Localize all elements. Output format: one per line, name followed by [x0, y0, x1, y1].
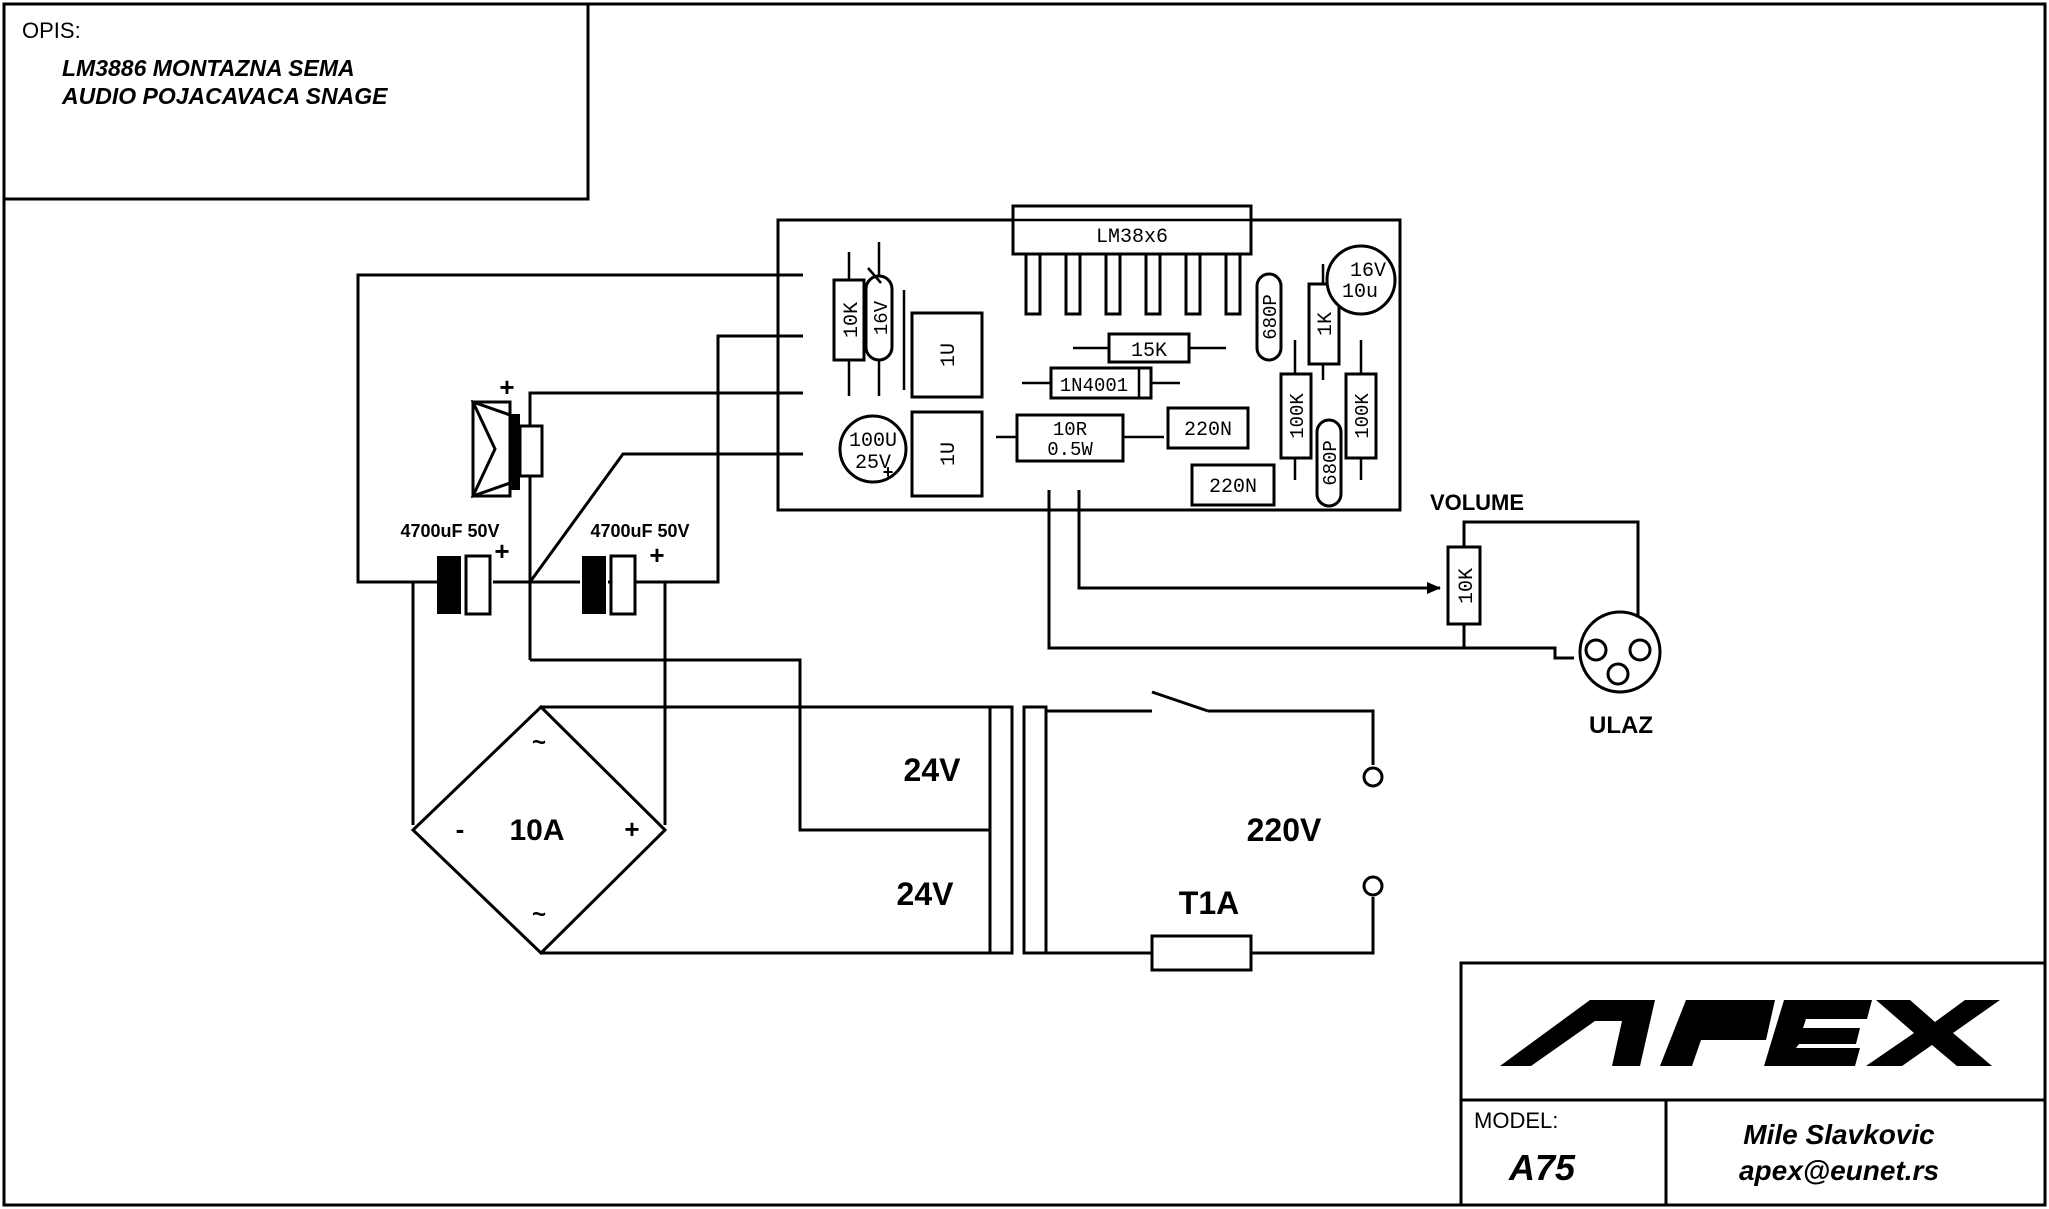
transformer: 24V 24V — [897, 705, 1048, 955]
apex-logo-text: APEX — [1760, 1038, 1763, 1041]
filter-capacitor-left-plus: + — [494, 536, 509, 566]
title-block: APEX MODEL: A75 Mile Slavkovic apex@eune… — [1459, 961, 2047, 1207]
resistor-100k-left: 100K — [1279, 340, 1313, 480]
speaker-plus-label: + — [499, 372, 514, 402]
resistor-10k-feedback: 10K — [832, 252, 866, 396]
bridge-ac-bottom-label: ~ — [532, 901, 546, 928]
secondary-bottom-voltage: 24V — [897, 876, 955, 912]
filter-capacitor-left-label: 4700uF 50V — [400, 521, 499, 541]
diode-1n4001-label: 1N4001 — [1060, 375, 1128, 397]
mains-voltage-label: 220V — [1247, 812, 1322, 848]
filter-capacitor-left: 4700uF 50V + — [400, 521, 510, 616]
opis-label: OPIS: — [22, 18, 81, 43]
model-label: MODEL: — [1474, 1108, 1558, 1133]
capacitor-100u-plus: + — [883, 462, 894, 482]
capacitor-220n-top-label: 220N — [1184, 419, 1232, 442]
capacitor-100u-label: 100U — [849, 430, 897, 453]
author-email: apex@eunet.rs — [1739, 1155, 1939, 1186]
wiring — [356, 273, 1640, 955]
resistor-10r-label: 10R — [1053, 419, 1087, 441]
filter-capacitor-right: 4700uF 50V + — [582, 521, 690, 616]
fuse-label: T1A — [1179, 885, 1239, 921]
apex-logo: APEX — [1500, 1000, 2000, 1066]
capacitor-1u-top-label: 1U — [938, 343, 961, 367]
capacitor-100u-25v: 100U 25V + — [838, 414, 908, 484]
capacitor-16v-small: 16V — [864, 242, 894, 396]
description-line-1: LM3886 MONTAZNA SEMA — [62, 55, 355, 81]
resistor-1k-label: 1K — [1315, 312, 1338, 336]
diode-1n4001: 1N4001 — [1022, 366, 1180, 400]
capacitor-16v-label: 16V — [1350, 260, 1386, 283]
description-line-2: AUDIO POJACAVACA SNAGE — [61, 83, 388, 109]
capacitor-16v-small-label: 16V — [871, 300, 893, 335]
capacitor-220n-bottom: 220N — [1190, 463, 1276, 507]
fuse-t1a: T1A — [1150, 885, 1253, 972]
capacitor-680p-bottom-label: 680P — [1320, 440, 1342, 486]
bridge-rectifier: 10A - + ~ ~ — [410, 704, 668, 956]
speaker-icon: + — [470, 372, 544, 499]
secondary-top-voltage: 24V — [904, 752, 962, 788]
model-value: A75 — [1508, 1147, 1576, 1188]
capacitor-25v-label: 25V — [855, 452, 891, 475]
capacitor-1u-bottom-label: 1U — [938, 442, 961, 466]
volume-label: VOLUME — [1430, 490, 1524, 515]
input-connector-label: ULAZ — [1589, 712, 1653, 739]
mains-terminals: 220V — [1247, 766, 1384, 897]
description-box: OPIS: LM3886 MONTAZNA SEMA AUDIO POJACAV… — [2, 2, 590, 201]
ic-lm3886: LM38x6 — [1011, 204, 1253, 316]
resistor-100k-right-label: 100K — [1352, 393, 1374, 439]
resistor-10r-0-5w: 10R 0.5W — [996, 413, 1164, 463]
resistor-15k: 15K — [1073, 332, 1226, 364]
filter-capacitor-right-label: 4700uF 50V — [590, 521, 689, 541]
capacitor-16v-10u: 16V 10u — [1325, 244, 1397, 316]
resistor-100k-right: 100K — [1344, 340, 1378, 480]
xlr-input-connector: ULAZ — [1578, 610, 1662, 739]
resistor-10k-label: 10K — [841, 302, 864, 338]
capacitor-680p-bottom: 680P — [1315, 418, 1343, 508]
capacitor-1u-top: 1U — [910, 311, 984, 399]
volume-potentiometer: 10K VOLUME — [1430, 490, 1524, 626]
bridge-rating-label: 10A — [509, 814, 564, 847]
author-name: Mile Slavkovic — [1743, 1119, 1935, 1150]
capacitor-10u-label: 10u — [1342, 281, 1378, 304]
amplifier-pcb: LM38x6 10K 16V 1U 1U — [776, 204, 1402, 512]
resistor-100k-left-label: 100K — [1287, 393, 1309, 439]
bridge-minus-label: - — [456, 814, 465, 844]
volume-pot-value: 10K — [1456, 568, 1479, 604]
resistor-15k-label: 15K — [1131, 340, 1167, 363]
bridge-plus-label: + — [624, 814, 639, 844]
capacitor-680p-top-label: 680P — [1260, 294, 1282, 340]
filter-capacitor-right-plus: + — [649, 540, 664, 570]
capacitor-1u-bottom: 1U — [910, 410, 984, 498]
capacitor-680p-top: 680P — [1255, 272, 1283, 362]
ic-label: LM38x6 — [1096, 226, 1168, 249]
bridge-ac-top-label: ~ — [532, 729, 546, 756]
resistor-0-5w-label: 0.5W — [1047, 439, 1093, 461]
capacitor-220n-bottom-label: 220N — [1209, 476, 1257, 499]
capacitor-220n-top: 220N — [1166, 406, 1250, 450]
